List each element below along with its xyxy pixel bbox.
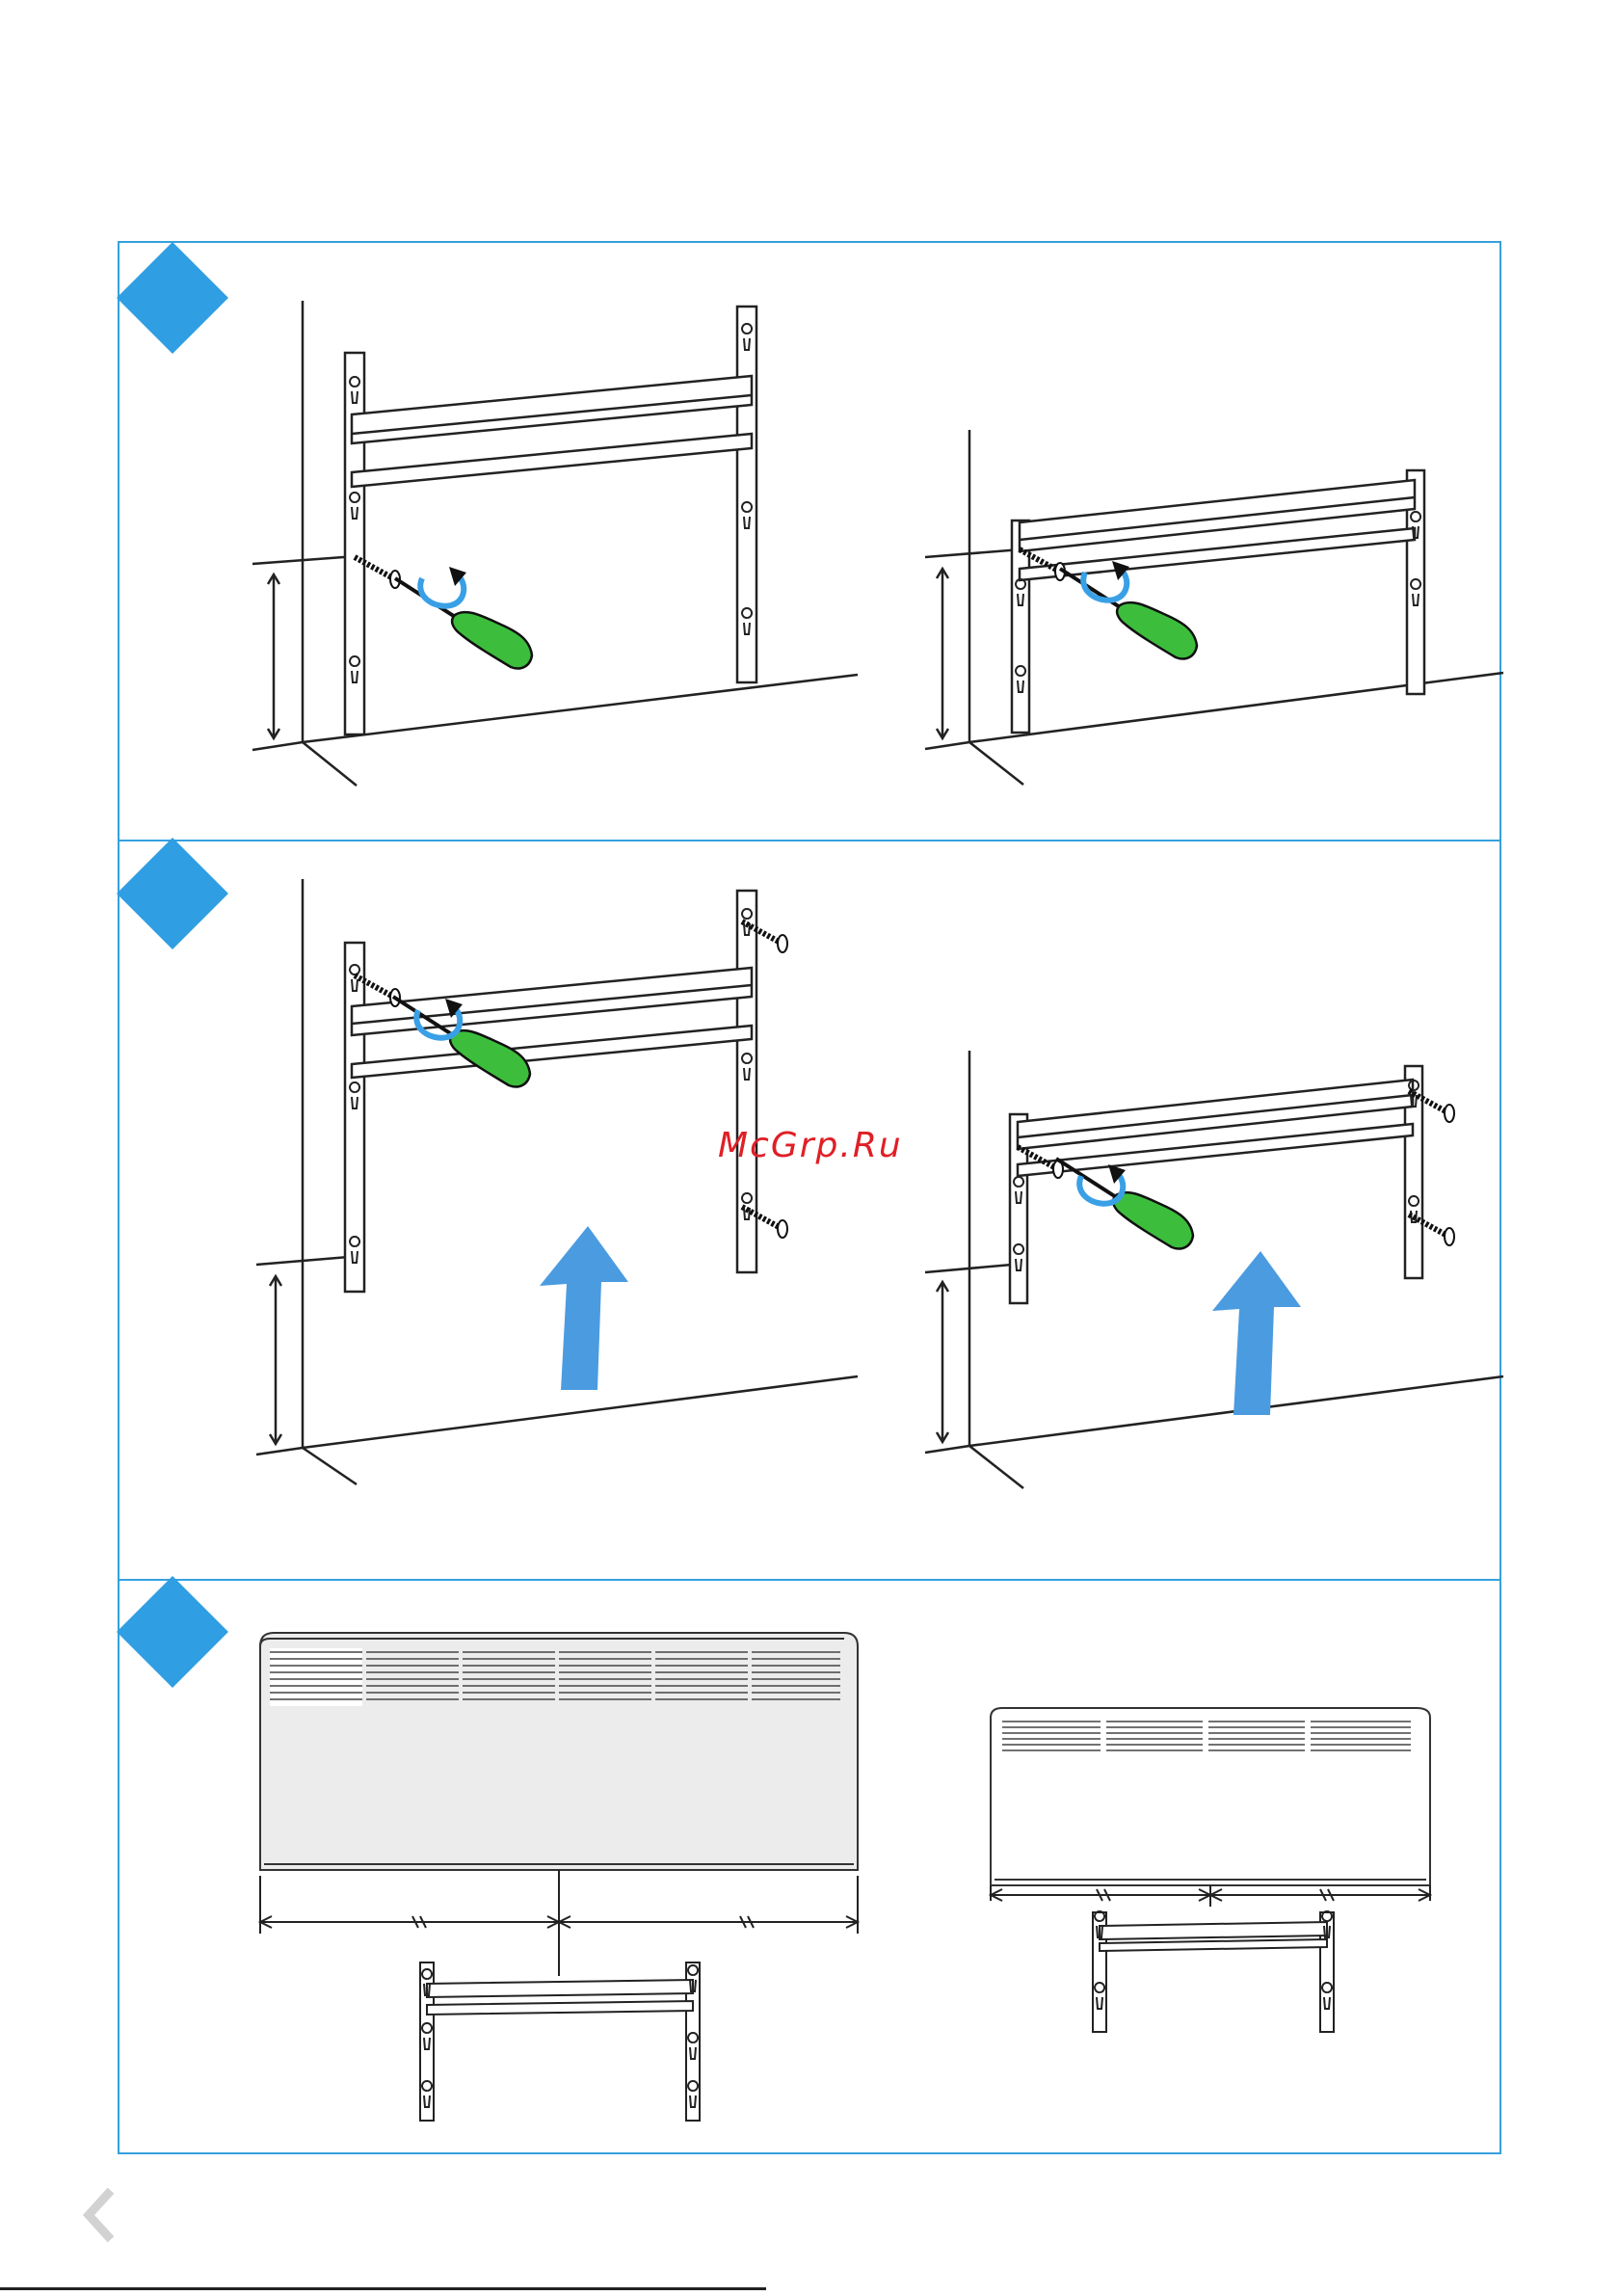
watermark: McGrp.Ru bbox=[718, 1126, 903, 1165]
step-3-left-illustration bbox=[251, 1627, 867, 2128]
step-1-right-illustration bbox=[906, 414, 1513, 781]
step-2-left-illustration bbox=[241, 879, 867, 1496]
step-3-right-illustration bbox=[981, 1702, 1444, 2040]
step-1-left-illustration bbox=[241, 289, 867, 790]
rotate-clockwise-icon bbox=[420, 567, 466, 606]
section-divider bbox=[118, 840, 1501, 841]
section-divider bbox=[118, 1579, 1501, 1581]
step-2-right-illustration bbox=[906, 1051, 1513, 1504]
chevron-left-icon[interactable] bbox=[75, 2186, 121, 2244]
arrow-up-icon bbox=[540, 1226, 628, 1390]
bottom-rule bbox=[0, 2287, 766, 2290]
